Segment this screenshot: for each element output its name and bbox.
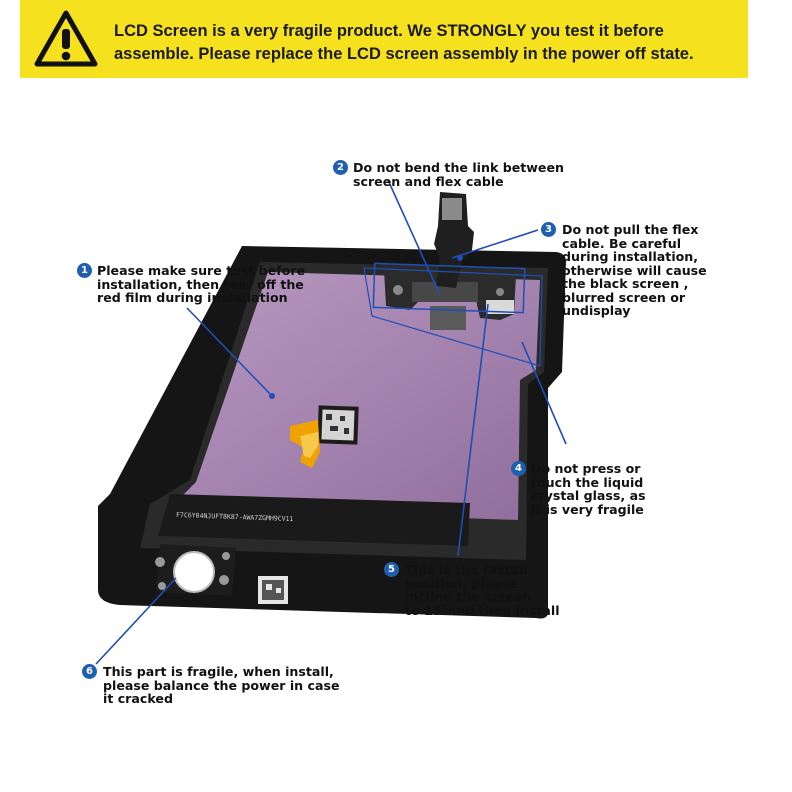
note-5-line: This is the fasten [405,562,528,577]
leader-line-2 [387,179,441,296]
warning-banner [20,0,748,78]
note-2-line: Do not bend the link between [353,160,564,175]
note-4: Do not press or touch the liquid crystal… [531,462,646,516]
highlight-box-top [372,262,526,314]
leader-line-1 [186,307,273,397]
note-6-badge: 6 [82,664,97,679]
note-1-line: Please make sure test before [97,263,306,278]
note-5-line: to 15°and then install [405,602,560,618]
note-3-line: during installation, [562,249,699,264]
note-5: This is the fasten position, please incl… [405,563,560,617]
note-3-line: undisplay [562,303,631,318]
note-3-line: Do not pull the flex [562,222,699,237]
home-button-hole [173,551,215,593]
lcd-glass [170,272,540,520]
note-1-line: installation, then tear off the [97,276,304,292]
note-5-line: incline the screen [405,589,532,604]
leader-line-6 [95,577,177,665]
note-5-badge: 5 [384,562,399,577]
note-3-line: otherwise will cause [562,262,707,278]
note-3: Do not pull the flex cable. Be careful d… [562,223,707,318]
note-2-badge: 2 [333,160,348,175]
note-4-line: touch the liquid [531,474,644,490]
leader-line-3 [451,229,539,259]
note-3-line: cable. Be careful [562,235,682,251]
highlight-box-side [363,267,543,367]
note-4-line: it is very fragile [531,501,644,517]
warning-triangle-icon [34,10,98,67]
note-2-line: screen and flex cable [353,173,504,189]
note-2: Do not bend the link between screen and … [353,161,564,188]
note-6-line: This part is fragile, when install, [103,664,334,679]
warning-text: LCD Screen is a very fragile product. We… [114,20,734,66]
leader-line-5 [457,303,489,557]
note-6-line: it cracked [103,691,173,706]
warning-line-1: LCD Screen is a very fragile product. We… [114,22,664,40]
note-5-line: position, please [405,575,519,591]
note-1-badge: 1 [77,263,92,278]
note-3-badge: 3 [541,222,556,237]
note-1-line: red film during installation [97,290,288,305]
note-4-line: crystal glass, as [531,488,646,503]
bottom-flex [158,494,470,546]
note-4-line: Do not press or [531,461,641,476]
note-1: Please make sure test before installatio… [97,264,305,305]
note-3-line: blurred screen or [562,289,686,305]
note-6: This part is fragile, when install, plea… [103,665,340,706]
leader-line-4 [521,341,567,445]
note-3-line: the black screen , [562,276,689,291]
note-6-line: please balance the power in case [103,677,340,693]
note-4-badge: 4 [511,461,526,476]
warning-line-2: assemble. Please replace the LCD screen … [114,45,694,63]
